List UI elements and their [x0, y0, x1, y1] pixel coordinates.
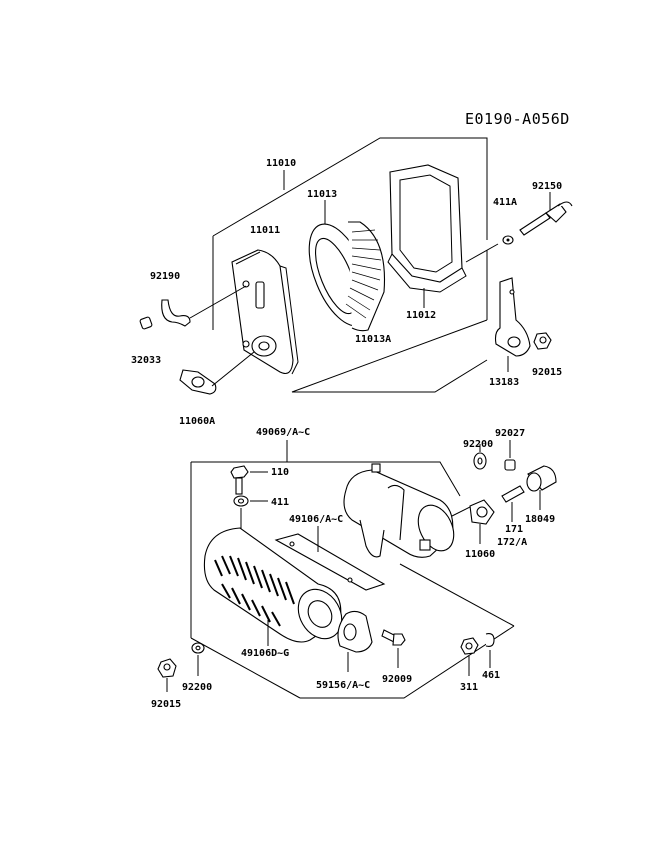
guard-part	[337, 610, 373, 672]
label-411: 411	[271, 497, 289, 508]
air-cleaner-base-part	[231, 249, 299, 375]
label-92200-lower: 92200	[182, 682, 212, 693]
air-cleaner-cover-part	[387, 164, 467, 308]
bracket-part	[494, 277, 531, 372]
breather-pipe-part	[139, 285, 247, 330]
label-49106d: 49106D~G	[241, 648, 289, 659]
label-92190: 92190	[150, 271, 180, 282]
label-11012: 11012	[406, 310, 436, 321]
air-cleaner-assembly-frame	[212, 137, 488, 393]
washer-part-upper	[473, 444, 487, 470]
washer-part	[233, 495, 268, 540]
air-filter-element-part	[308, 200, 386, 332]
label-11010: 11010	[266, 158, 296, 169]
label-18049: 18049	[525, 514, 555, 525]
label-49106: 49106/A~C	[289, 514, 343, 525]
diagram-code: E0190-A056D	[465, 110, 570, 128]
heat-shield-part	[203, 527, 343, 646]
label-49069: 49069/A~C	[256, 427, 310, 438]
wing-bolt-part	[465, 192, 573, 263]
muffler-gasket-part	[469, 499, 495, 544]
label-311: 311	[460, 682, 478, 693]
label-11060: 11060	[465, 549, 495, 560]
cap-part	[504, 440, 516, 471]
gasket-part	[179, 351, 255, 395]
label-92027: 92027	[495, 428, 525, 439]
label-11013: 11013	[307, 189, 337, 200]
part-labels: 11010 11013 11011 92190 32033 11060A 110…	[131, 158, 562, 710]
label-172a: 172/A	[497, 537, 527, 548]
stud-part	[501, 485, 525, 522]
spark-arrester-part	[526, 465, 557, 510]
label-461: 461	[482, 670, 500, 681]
label-59156: 59156/A~C	[316, 680, 370, 691]
screw-part	[381, 629, 406, 668]
bolt-part	[230, 465, 268, 495]
label-11060a: 11060A	[179, 416, 215, 427]
clip-part	[485, 633, 495, 668]
muffler-assembly-frame	[190, 440, 515, 699]
label-411a: 411A	[493, 197, 517, 208]
label-110: 110	[271, 467, 289, 478]
label-92015-lower: 92015	[151, 699, 181, 710]
label-92200-upper: 92200	[463, 439, 493, 450]
hex-nut-part	[460, 637, 479, 676]
washer-part-lower	[191, 642, 205, 676]
heat-shield-plate-part	[274, 526, 386, 591]
label-92009: 92009	[382, 674, 412, 685]
label-171: 171	[505, 524, 523, 535]
nut-part-upper	[533, 332, 552, 350]
label-92150: 92150	[532, 181, 562, 192]
label-11011: 11011	[250, 225, 280, 236]
muffler-body-part	[343, 463, 477, 558]
nut-part-lower	[157, 658, 177, 692]
label-32033: 32033	[131, 355, 161, 366]
label-13183: 13183	[489, 377, 519, 388]
label-11013a: 11013A	[355, 334, 391, 345]
label-92015-upper: 92015	[532, 367, 562, 378]
